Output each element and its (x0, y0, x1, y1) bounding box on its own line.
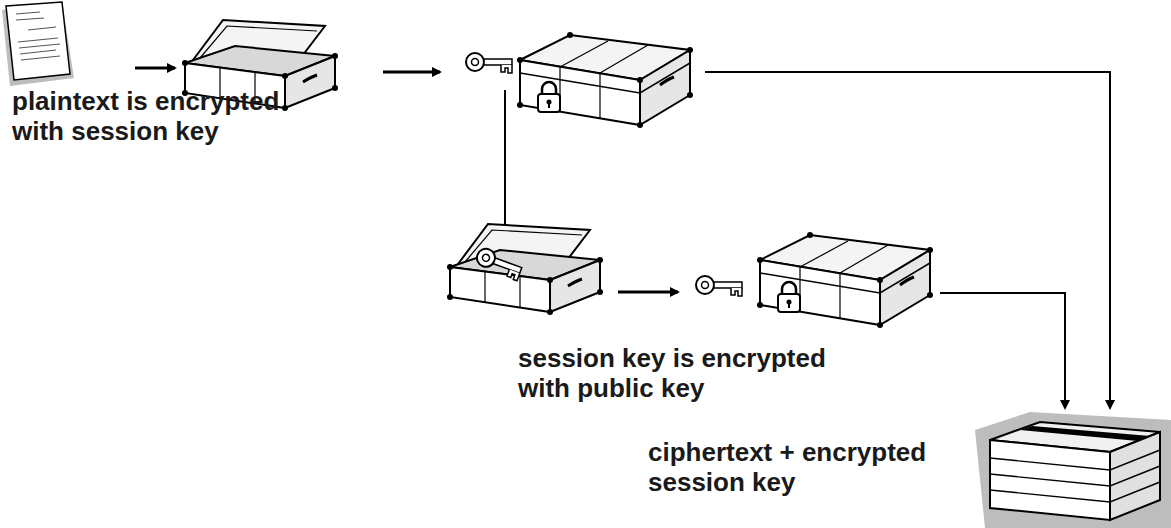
flow-arrow (383, 71, 440, 74)
public-key (696, 276, 742, 296)
open-chest (447, 224, 603, 315)
padlock (538, 82, 560, 112)
locked-chest (517, 32, 693, 128)
plaintext-document (2, 2, 74, 86)
locked-chest (757, 232, 933, 328)
padlock (778, 282, 800, 312)
flow-arrow (135, 67, 175, 70)
session-key (474, 246, 524, 281)
caption-label: ciphertext + encrypted session key (648, 437, 968, 497)
caption-label: plaintext is encrypted with session key (12, 86, 312, 146)
flow-line (940, 293, 1065, 408)
session-key (466, 53, 512, 73)
flow-arrow (618, 291, 678, 294)
caption-label: session key is encrypted with public key (518, 343, 858, 403)
encrypted-package (975, 412, 1171, 528)
